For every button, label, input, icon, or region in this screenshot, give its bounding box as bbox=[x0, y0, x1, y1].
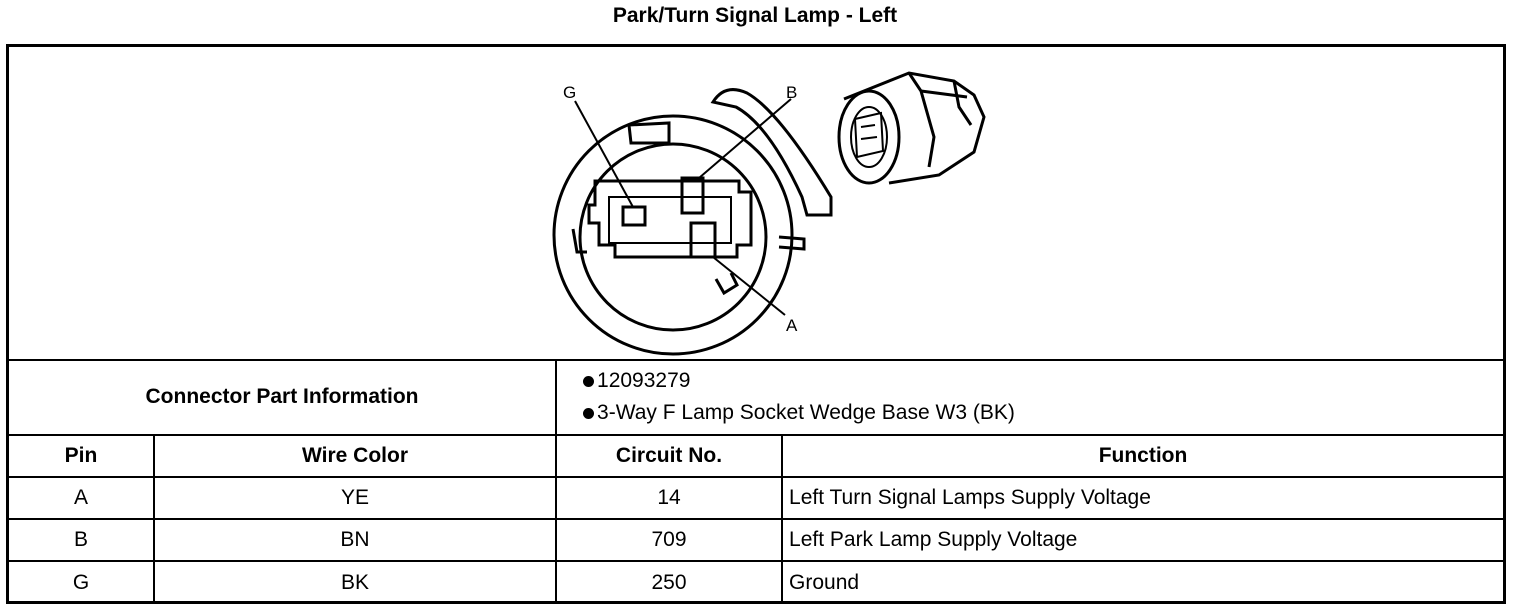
socket-inner-ring bbox=[578, 142, 768, 332]
connector-info-row: Connector Part Information 12093279 3-Wa… bbox=[9, 359, 1504, 436]
connector-info-label: Connector Part Information bbox=[9, 359, 558, 436]
connector-face-drawing: G B A bbox=[552, 71, 986, 356]
pin-label-b: B bbox=[786, 83, 797, 102]
leader-a bbox=[712, 256, 786, 316]
header-function: Function bbox=[781, 434, 1504, 478]
top-key bbox=[627, 121, 671, 145]
cell-wire-color: BN bbox=[152, 518, 558, 562]
part-number: 12093279 bbox=[563, 365, 1497, 397]
leader-g bbox=[574, 100, 634, 208]
cell-function: Ground bbox=[781, 560, 1504, 603]
connector-info-values: 12093279 3-Way F Lamp Socket Wedge Base … bbox=[555, 359, 1504, 436]
cell-circuit: 709 bbox=[555, 518, 784, 562]
locking-tab bbox=[710, 88, 833, 217]
cell-function: Left Park Lamp Supply Voltage bbox=[781, 518, 1504, 562]
pin-label-g: G bbox=[563, 83, 576, 102]
cell-wire-color: YE bbox=[152, 476, 558, 520]
cell-pin: G bbox=[9, 560, 155, 603]
cell-wire-color: BK bbox=[152, 560, 558, 603]
terminal-g bbox=[621, 205, 647, 227]
left-key bbox=[571, 228, 587, 254]
pin-label-a: A bbox=[786, 316, 798, 335]
header-pin: Pin bbox=[9, 434, 155, 478]
cell-circuit: 250 bbox=[555, 560, 784, 603]
connector-sheet: G B A Connector Part Information 1209327… bbox=[6, 44, 1506, 604]
cell-pin: A bbox=[9, 476, 155, 520]
socket-outer-ring bbox=[552, 114, 794, 356]
header-circuit: Circuit No. bbox=[555, 434, 784, 478]
table-row: B BN 709 Left Park Lamp Supply Voltage bbox=[9, 518, 1504, 562]
cell-circuit: 14 bbox=[555, 476, 784, 520]
header-wire-color: Wire Color bbox=[152, 434, 558, 478]
leader-b bbox=[698, 98, 792, 179]
table-row: G BK 250 Ground bbox=[9, 560, 1504, 603]
cell-pin: B bbox=[9, 518, 155, 562]
right-stub bbox=[778, 235, 806, 251]
page-title: Park/Turn Signal Lamp - Left bbox=[612, 4, 898, 27]
terminal-cavity bbox=[608, 196, 732, 244]
bottom-key bbox=[714, 272, 739, 296]
terminal-housing bbox=[587, 179, 753, 259]
pinout-table: Connector Part Information 12093279 3-Wa… bbox=[9, 359, 1504, 603]
table-row: A YE 14 Left Turn Signal Lamps Supply Vo… bbox=[9, 476, 1504, 520]
cell-function: Left Turn Signal Lamps Supply Voltage bbox=[781, 476, 1504, 520]
table-header-row: Pin Wire Color Circuit No. Function bbox=[9, 434, 1504, 478]
terminal-a bbox=[689, 221, 717, 259]
terminal-b bbox=[680, 176, 705, 215]
connector-description: 3-Way F Lamp Socket Wedge Base W3 (BK) bbox=[563, 397, 1497, 429]
connector-diagram: G B A bbox=[9, 47, 1503, 361]
lamp-socket-side-view bbox=[837, 71, 986, 185]
